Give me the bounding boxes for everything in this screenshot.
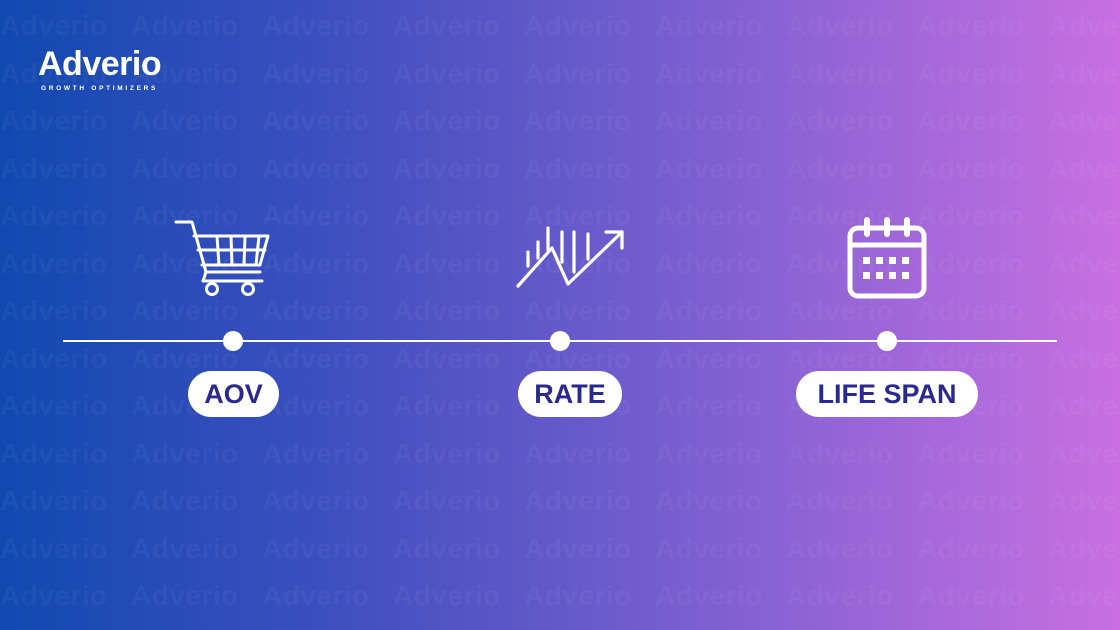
shopping-cart-icon bbox=[174, 220, 270, 296]
watermark-row: AdverioAdverioAdverioAdverioAdverioAdver… bbox=[0, 438, 1120, 470]
watermark-row: AdverioAdverioAdverioAdverioAdverioAdver… bbox=[0, 153, 1120, 185]
calendar-icon bbox=[847, 217, 927, 299]
label-rate: RATE bbox=[518, 371, 622, 417]
watermark-row: AdverioAdverioAdverioAdverioAdverioAdver… bbox=[0, 295, 1120, 327]
watermark-row: AdverioAdverioAdverioAdverioAdverioAdver… bbox=[0, 533, 1120, 565]
brand-tagline: GROWTH OPTIMIZERS bbox=[41, 85, 159, 92]
label-life-span: LIFE SPAN bbox=[796, 371, 978, 417]
timeline-node-life-span bbox=[877, 331, 897, 351]
watermark-row: AdverioAdverioAdverioAdverioAdverioAdver… bbox=[0, 485, 1120, 517]
watermark-row: AdverioAdverioAdverioAdverioAdverioAdver… bbox=[0, 10, 1120, 42]
timeline-node-rate bbox=[550, 331, 570, 351]
label-aov: AOV bbox=[188, 371, 279, 417]
brand-name: Adverio bbox=[38, 45, 162, 83]
trend-up-arrow-icon bbox=[516, 226, 624, 288]
brand-logo: Adverio GROWTH OPTIMIZERS bbox=[38, 44, 194, 100]
timeline-node-aov bbox=[223, 331, 243, 351]
watermark-row: AdverioAdverioAdverioAdverioAdverioAdver… bbox=[0, 105, 1120, 137]
watermark-row: AdverioAdverioAdverioAdverioAdverioAdver… bbox=[0, 580, 1120, 612]
